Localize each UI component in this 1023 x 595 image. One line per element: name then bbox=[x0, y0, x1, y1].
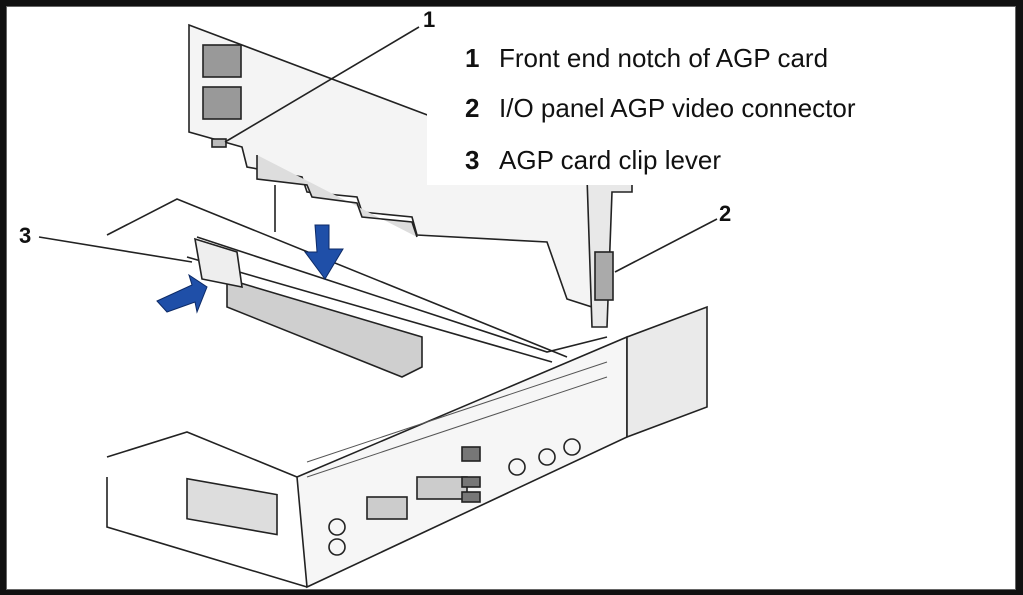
slot-rails bbox=[196, 236, 608, 353]
chassis-side bbox=[626, 305, 708, 439]
down-arrow-icon bbox=[304, 224, 344, 280]
legend-number: 1 bbox=[465, 43, 480, 73]
chassis-back-panel bbox=[296, 335, 628, 589]
legend-number: 3 bbox=[465, 145, 480, 175]
agp-slot bbox=[226, 277, 423, 378]
video-connector bbox=[594, 251, 614, 301]
card-chip bbox=[202, 44, 242, 78]
clip-lever bbox=[193, 237, 243, 289]
card-edge-connector bbox=[256, 155, 418, 238]
legend-text: Front end notch of AGP card bbox=[499, 43, 829, 73]
leader-line-2 bbox=[614, 218, 718, 273]
legend-item: 1 Front end notch of AGP card bbox=[465, 43, 828, 74]
chassis-edge bbox=[106, 198, 568, 358]
legend-item: 2 I/O panel AGP video connector bbox=[465, 93, 856, 124]
push-arrow-icon bbox=[156, 273, 208, 314]
legend: 1 Front end notch of AGP card 2 I/O panel … bbox=[427, 35, 1012, 185]
parallel-port bbox=[416, 476, 468, 500]
legend-text: AGP card clip lever bbox=[499, 145, 722, 175]
legend-text: I/O panel AGP video connector bbox=[499, 93, 856, 123]
agp-card-installation-illustration bbox=[38, 23, 718, 589]
legend-item: 3 AGP card clip lever bbox=[465, 145, 721, 176]
leader-line-3 bbox=[38, 236, 193, 263]
callout-3: 3 bbox=[19, 223, 32, 248]
ps2-port bbox=[328, 518, 346, 536]
leader-line-1 bbox=[224, 26, 420, 143]
callout-1: 1 bbox=[423, 7, 436, 32]
serial-port bbox=[366, 496, 408, 520]
callout-2: 2 bbox=[719, 201, 732, 226]
card-notch bbox=[211, 138, 227, 148]
card-chip bbox=[202, 86, 242, 120]
legend-number: 2 bbox=[465, 93, 480, 123]
